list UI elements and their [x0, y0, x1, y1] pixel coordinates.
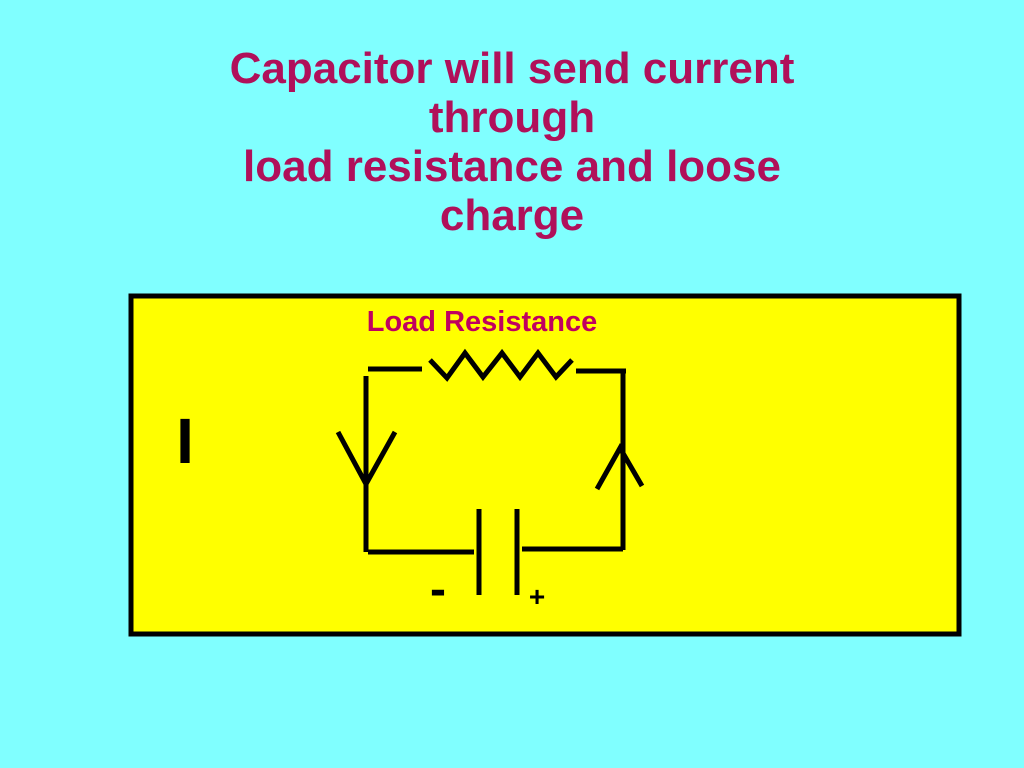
capacitor-negative-label: -	[430, 563, 446, 616]
circuit-wires	[363, 366, 626, 555]
title-line-2: through	[428, 93, 596, 142]
slide-title: Capacitor will send current through load…	[112, 44, 912, 240]
resistor-label: Load Resistance	[367, 306, 597, 338]
current-label: I	[176, 405, 194, 477]
current-arrow-down-icon	[335, 430, 398, 490]
capacitor-symbol	[476, 509, 520, 595]
title-line-4: charge	[439, 191, 585, 240]
current-arrow-up-icon	[594, 442, 645, 491]
resistor-symbol	[428, 348, 574, 382]
capacitor-positive-label: +	[529, 581, 545, 612]
title-line-3: load resistance and loose	[243, 142, 781, 191]
title-line-1: Capacitor will send current	[229, 44, 795, 93]
diagram-panel-background	[128, 293, 962, 637]
